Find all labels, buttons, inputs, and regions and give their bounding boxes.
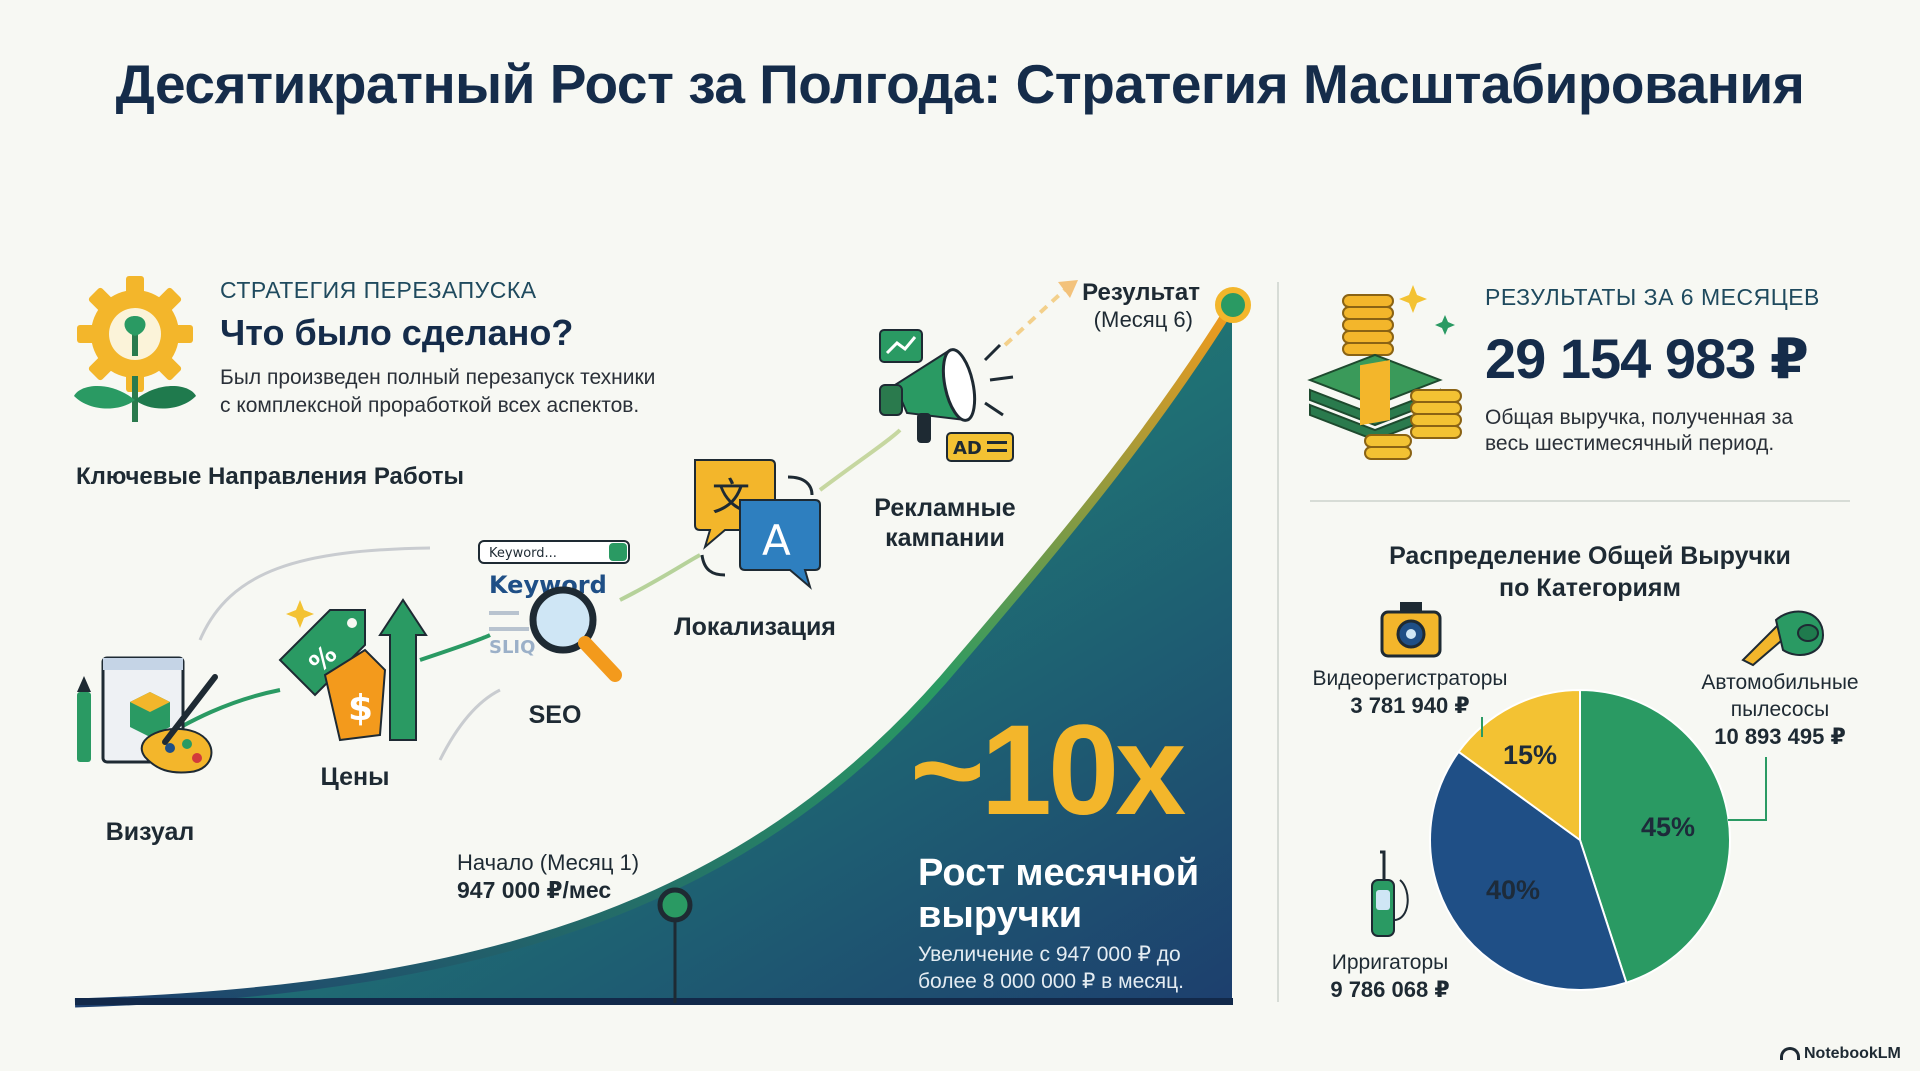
result-point-marker — [1215, 287, 1251, 323]
svg-text:AD: AD — [953, 438, 982, 459]
irrigator-icon — [1371, 850, 1409, 937]
dashcam-icon — [1380, 602, 1442, 658]
growth-multiplier: ~10x — [910, 699, 1186, 842]
brand-name: NotebookLM — [1804, 1045, 1901, 1062]
page-title: Десятикратный Рост за Полгода: Стратегия… — [115, 53, 1805, 115]
horizontal-divider — [1310, 500, 1850, 502]
distribution-title-line1: Распределение Общей Выручки — [1389, 542, 1791, 570]
start-label-line1: Начало (Месяц 1) — [457, 850, 640, 875]
megaphone-icon: AD — [879, 329, 1014, 462]
svg-text:A: A — [762, 516, 791, 565]
notebooklm-logo-icon — [1780, 1047, 1800, 1061]
car-vacuum-icon — [1741, 610, 1825, 667]
step-localization-label: Локализация — [674, 613, 836, 641]
strategy-heading: Что было сделано? — [220, 312, 574, 353]
start-label-line2: 947 000 ₽/мес — [457, 877, 612, 903]
svg-text:Keyword...: Keyword... — [489, 546, 557, 561]
dashcams-name: Видеорегистраторы — [1312, 667, 1508, 690]
pie-pct-dashcams: 15% — [1502, 740, 1558, 770]
step-ads-label-line1: Рекламные — [874, 494, 1016, 522]
pie-pct-car-vacuums: 45% — [1640, 812, 1696, 842]
distribution-title-line2: по Категориям — [1498, 574, 1681, 602]
irrigators-value: 9 786 068 ₽ — [1330, 977, 1450, 1002]
money-stack-icon — [1307, 285, 1462, 460]
magnifier-icon: Keyword... Keyword SLIQ — [478, 540, 630, 682]
results-kicker: РЕЗУЛЬТАТЫ ЗА 6 МЕСЯЦЕВ — [1485, 284, 1820, 310]
dashcams-value: 3 781 940 ₽ — [1350, 693, 1470, 718]
car-vacuums-name-line2: пылесосы — [1730, 698, 1830, 721]
result-label-line2: (Месяц 6) — [1093, 307, 1193, 332]
pie-slice-irrigators — [1429, 750, 1628, 991]
svg-text:$: $ — [348, 688, 373, 729]
growth-headline-line2: выручки — [918, 894, 1083, 936]
car-vacuums-name-line1: Автомобильные — [1701, 671, 1859, 694]
result-label-line1: Результат — [1082, 279, 1200, 306]
revenue-pie-chart — [1429, 688, 1731, 991]
results-desc-line1: Общая выручка, полученная за — [1485, 406, 1794, 429]
vertical-divider — [1277, 282, 1279, 1002]
pie-slice-car-vacuums — [1579, 688, 1731, 984]
car-vacuums-leader-line — [1728, 757, 1767, 821]
dashcams-leader-line — [1481, 717, 1483, 737]
growth-sub-line1: Увеличение с 947 000 ₽ до — [918, 943, 1181, 966]
growth-headline-line1: Рост месячной — [918, 852, 1200, 894]
translate-icon: 文 A — [694, 459, 821, 590]
palette-icon — [77, 656, 218, 774]
car-vacuums-value: 10 893 495 ₽ — [1714, 724, 1846, 749]
growth-sub-line2: более 8 000 000 ₽ в месяц. — [918, 970, 1184, 993]
irrigators-name: Ирригаторы — [1331, 951, 1449, 974]
brand-logo: NotebookLM — [1780, 1045, 1901, 1063]
svg-text:SLIQ: SLIQ — [489, 637, 535, 658]
step-ads-label-line2: кампании — [885, 524, 1005, 552]
price-tag-icon: % $ — [278, 598, 428, 742]
strategy-kicker: СТРАТЕГИЯ ПЕРЕЗАПУСКА — [220, 277, 537, 303]
step-prices-label: Цены — [320, 763, 390, 791]
pie-slice-dashcams — [1457, 688, 1581, 842]
step-seo-label: SEO — [528, 701, 582, 729]
gear-plant-icon — [74, 276, 196, 422]
directions-title: Ключевые Направления Работы — [76, 463, 465, 490]
strategy-desc-line2: с комплексной проработкой всех аспектов. — [220, 394, 640, 417]
results-total: 29 154 983 ₽ — [1485, 327, 1809, 390]
start-point-marker — [657, 887, 693, 923]
pie-pct-irrigators: 40% — [1485, 875, 1541, 905]
step-visual-label: Визуал — [105, 818, 195, 846]
results-desc-line2: весь шестимесячный период. — [1485, 432, 1775, 455]
strategy-desc-line1: Был произведен полный перезапуск техники — [220, 366, 656, 389]
